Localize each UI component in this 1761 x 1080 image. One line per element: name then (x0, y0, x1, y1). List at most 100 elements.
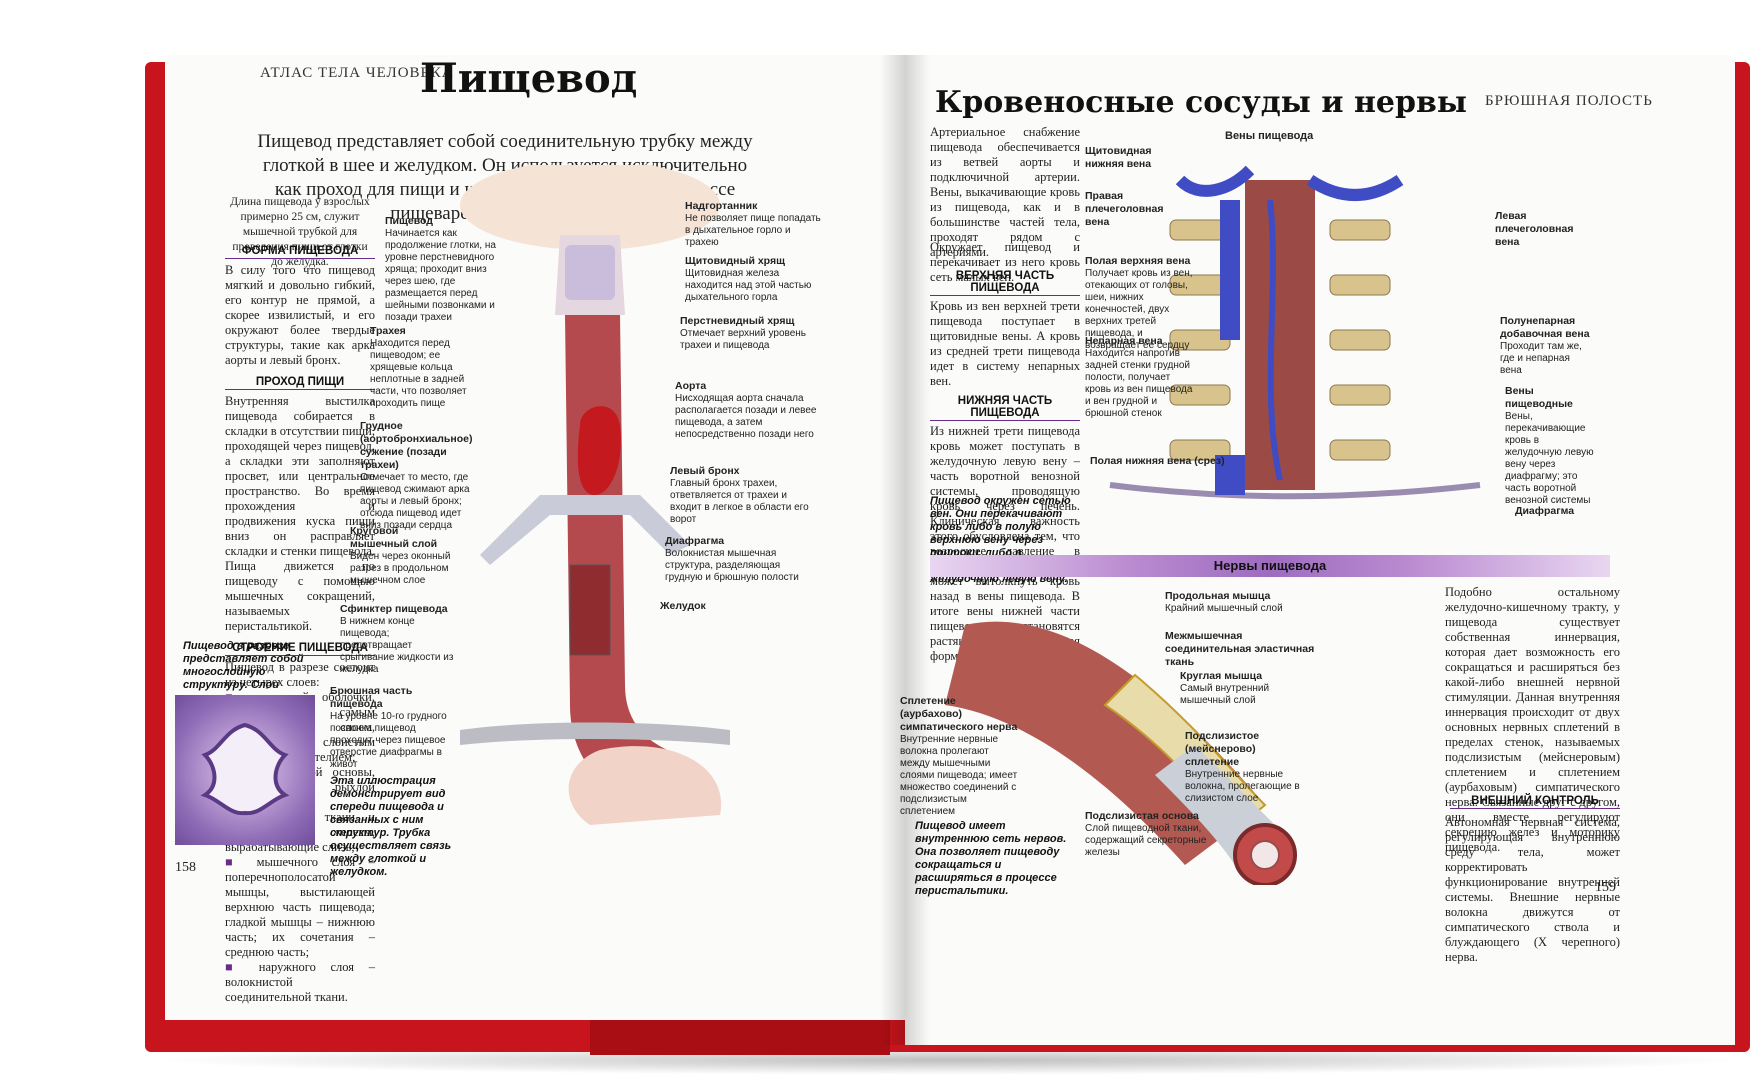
callout-text: Главный бронх трахеи, ответвляется от тр… (670, 478, 809, 525)
section-text: Внутренняя выстилка пищевода собирается … (225, 394, 375, 633)
nerve-label: Сплетение (аурбахово) симпатического нер… (900, 695, 1020, 818)
callout-epiglottis: Надгортанник Не позволяет пище попадать … (685, 200, 825, 249)
book-gutter (880, 55, 930, 1045)
layer-item: мышечного слоя – поперечнополосатой мышц… (225, 855, 375, 960)
callout-title: Перстневидный хрящ (680, 315, 795, 327)
callout-title: Аорта (675, 380, 707, 392)
callout-title: Брюшная часть пищевода (330, 685, 413, 710)
nerve-label-text: Внутренние нервные волокна, пролегающие … (1185, 769, 1300, 804)
vein-label-title: Непарная вена (1085, 335, 1163, 347)
intro-right-2: Окружает пищевод и перекачивает из него … (930, 240, 1080, 284)
callout-text: Отмечает то место, где пищевод сжимают а… (360, 472, 470, 531)
callout-text: Начинается как продолжение глотки, на ур… (385, 228, 496, 323)
vein-label: Щитовидная нижняя вена (1085, 145, 1165, 171)
callout-constriction: Грудное (аортобронхиальное) сужение (поз… (360, 420, 480, 532)
side-text-2: Автономная нервная система, регулирующая… (1445, 815, 1620, 964)
nerve-label-title: Подслизистое (мейснерово) сплетение (1185, 730, 1260, 768)
veins-illustration (1080, 140, 1500, 510)
nerve-label: Межмышечная соединительная эластичная тк… (1165, 630, 1315, 669)
page-number-right: 159 (1595, 880, 1616, 895)
vein-label-title: Щитовидная нижняя вена (1085, 145, 1152, 170)
callout-left-bronchus: Левый бронх Главный бронх трахеи, ответв… (670, 465, 815, 526)
vein-label-title: Полунепарная добавочная вена (1500, 315, 1590, 340)
veins-title: Вены пищевода (1225, 130, 1314, 142)
callout-text: На уровне 10-го грудного позвонка пищево… (330, 711, 447, 770)
nerves-illustration (935, 585, 1415, 887)
section-head: НИЖНЯЯ ЧАСТЬ ПИЩЕВОДА (930, 395, 1080, 421)
vein-label-text: Получает кровь из вен, отекающих от голо… (1085, 268, 1193, 351)
vein-label-title: Полая верхняя вена (1085, 255, 1191, 267)
callout-stomach: Желудок (660, 600, 760, 613)
page-title-left: Пищевод (420, 55, 638, 102)
side-section-head: ВНЕШНИЙ КОНТРОЛЬ (1450, 795, 1620, 809)
vein-label-text: Вены, перекачивающие кровь в желудочную … (1505, 411, 1594, 506)
callout-title: Круговой мышечный слой (350, 525, 438, 550)
vein-label-title: Полая нижняя вена (срез) (1090, 455, 1225, 467)
micrograph-image (175, 695, 315, 845)
running-head-right: БРЮШНАЯ ПОЛОСТЬ (1485, 93, 1653, 109)
callout-text: В нижнем конце пищевода; предотвращает с… (340, 616, 454, 675)
side-text: Подобно остальному желудочно-кишечному т… (1445, 585, 1620, 854)
section-text: В силу того что пищевод мягкий и довольн… (225, 263, 375, 367)
nerve-label-title: Продольная мышца (1165, 590, 1271, 602)
right-page: Кровеносные сосуды и нервы БРЮШНАЯ ПОЛОС… (900, 55, 1735, 1045)
note-nerves: Пищевод имеет внутреннюю сеть нервов. Он… (915, 820, 1067, 897)
vein-label-text: Проходит там же, где и непарная вена (1500, 341, 1582, 376)
nerve-label-title: Подслизистая основа (1085, 810, 1199, 822)
nerve-label-text: Внутренние нервные волокна пролегают меж… (900, 734, 1018, 817)
callout-text: Не позволяет пище попадать в дыхательное… (685, 213, 821, 248)
callout-title: Надгортанник (685, 200, 758, 212)
section-head: ВЕРХНЯЯ ЧАСТЬ ПИЩЕВОДА (930, 270, 1080, 296)
vein-label: Левая плечеголовная вена (1495, 210, 1585, 249)
callout-cricoid-cartilage: Перстневидный хрящ Отмечает верхний уров… (680, 315, 820, 352)
callout-text: Отмечает верхний уровень трахеи и пищево… (680, 328, 807, 351)
nerves-band: Нервы пищевода (930, 555, 1610, 577)
callout-title: Щитовидный хрящ (685, 255, 785, 267)
callout-thyroid-cartilage: Щитовидный хрящ Щитовидная железа находи… (685, 255, 825, 304)
vein-label-title: Диафрагма (1515, 505, 1575, 517)
nerve-label-text: Крайний мышечный слой (1165, 603, 1283, 614)
callout-sphincter: Сфинктер пищевода В нижнем конце пищевод… (340, 603, 455, 676)
vein-label: Правая плечеголовная вена (1085, 190, 1175, 229)
callout-title: Левый бронх (670, 465, 740, 477)
callout-trachea: Трахея Находится перед пищеводом; ее хря… (370, 325, 490, 410)
callout-text: Виден через оконный разрез в продольном … (350, 551, 451, 586)
intro-right: Артериальное снабжение пищевода обеспечи… (930, 125, 1080, 259)
callout-diaphragm: Диафрагма Волокнистая мышечная структура… (665, 535, 805, 584)
vein-label-title: Вены пищеводные (1505, 385, 1573, 410)
section-head: ФОРМА ПИЩЕВОДА (225, 245, 375, 259)
callout-title: Желудок (660, 600, 706, 612)
callout-title: Грудное (аортобронхиальное) сужение (поз… (360, 420, 473, 471)
callout-text: Волокнистая мышечная структура, разделяю… (665, 548, 799, 583)
nerve-label-title: Сплетение (аурбахово) симпатического нер… (900, 695, 1018, 733)
esophagus-illustration (450, 160, 730, 835)
section-text: Пищевод в разрезе состоит из четырех сло… (225, 660, 375, 689)
vein-label-title: Правая плечеголовная вена (1085, 190, 1164, 228)
callout-text: Нисходящая аорта сначала располагается п… (675, 393, 817, 440)
callout-title: Трахея (370, 325, 406, 337)
callout-abdominal-part: Брюшная часть пищевода На уровне 10-го г… (330, 685, 450, 771)
vein-label-text: Находится напротив задней стенки грудной… (1085, 348, 1193, 419)
vein-label: Диафрагма (1515, 505, 1605, 518)
section-head: СТРОЕНИЕ ПИЩЕВОДА (225, 642, 375, 656)
layer-item: наружного слоя – волокнистой соединитель… (225, 960, 375, 1005)
callout-esophagus: Пищевод Начинается как продолжение глотк… (385, 215, 505, 324)
vein-label: Полая нижняя вена (срез) (1090, 455, 1230, 468)
note-front-view: Эта иллюстрация демонстрирует вид сперед… (330, 775, 452, 878)
nerve-label-text: Слой пищеводной ткани, содержащий секрет… (1085, 823, 1207, 858)
running-head-left: АТЛАС ТЕЛА ЧЕЛОВЕКА (260, 65, 454, 81)
nerve-label-title: Круглая мышца (1180, 670, 1263, 682)
callout-title: Сфинктер пищевода (340, 603, 448, 615)
vein-label-title: Левая плечеголовная вена (1495, 210, 1574, 248)
intro-text: Длина пищевода у взрослых примерно 25 см… (230, 196, 370, 268)
callout-title: Диафрагма (665, 535, 725, 547)
page-number-left: 158 (175, 860, 196, 875)
